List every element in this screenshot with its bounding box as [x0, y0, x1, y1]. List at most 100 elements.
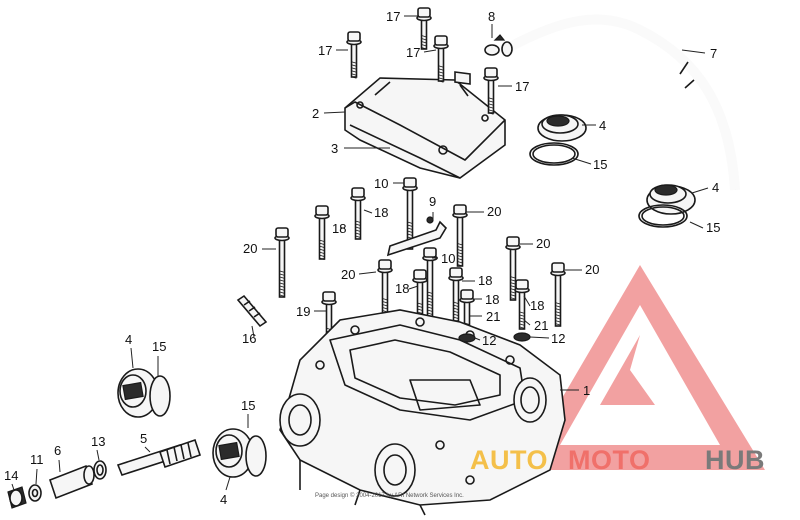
- bolt: [416, 7, 432, 50]
- bolt: [314, 205, 330, 260]
- leader-line: [35, 468, 38, 485]
- leader-line: [358, 271, 377, 275]
- watermark-triangle-inner: [600, 335, 655, 405]
- leader-line: [408, 285, 419, 290]
- callout-4: 4: [125, 332, 132, 347]
- callout-15: 15: [241, 398, 255, 413]
- callout-17: 17: [515, 79, 529, 94]
- callout-20: 20: [243, 241, 257, 256]
- leader-line: [423, 49, 437, 53]
- callout-9: 9: [429, 194, 436, 209]
- callout-3: 3: [331, 141, 338, 156]
- bracket: [386, 216, 448, 257]
- callout-21: 21: [534, 318, 548, 333]
- tachometer-gear-bushing: [49, 464, 95, 500]
- callout-2: 2: [312, 106, 319, 121]
- leader-line: [571, 157, 592, 165]
- cylinder-head: [279, 309, 566, 516]
- bolt: [505, 236, 521, 301]
- tappet-cap-left-upper: [117, 368, 171, 418]
- bolt: [550, 262, 566, 327]
- seal-cap-upper: [529, 114, 587, 166]
- leader-line: [523, 295, 531, 307]
- callout-20: 20: [536, 236, 550, 251]
- callout-18: 18: [530, 298, 544, 313]
- callout-17: 17: [386, 9, 400, 24]
- callout-13: 13: [91, 434, 105, 449]
- callout-21: 21: [486, 309, 500, 324]
- callout-10: 10: [441, 251, 455, 266]
- callout-16: 16: [242, 331, 256, 346]
- sealing-washer-right: [513, 332, 531, 342]
- bolt: [346, 31, 362, 79]
- watermark-moto: MOTO: [568, 445, 651, 475]
- callout-1: 1: [583, 383, 590, 398]
- leader-line: [96, 449, 100, 461]
- leader-line: [474, 337, 481, 341]
- callout-12: 12: [551, 331, 565, 346]
- bolt: [350, 187, 366, 240]
- leader-line: [681, 49, 706, 54]
- leader-line: [689, 221, 704, 229]
- callout-15: 15: [593, 157, 607, 172]
- callout-20: 20: [487, 204, 501, 219]
- callout-20: 20: [341, 267, 355, 282]
- bolt: [514, 279, 530, 330]
- leader-line: [323, 111, 346, 114]
- leader-line: [529, 336, 550, 339]
- bolt: [433, 35, 449, 83]
- callout-4: 4: [220, 492, 227, 507]
- callout-14: 14: [4, 468, 18, 483]
- callout-8: 8: [488, 9, 495, 24]
- callout-10: 10: [374, 176, 388, 191]
- callout-5: 5: [140, 431, 147, 446]
- leader-line: [363, 209, 373, 214]
- hose-clamp: [484, 34, 506, 56]
- callout-6: 6: [54, 443, 61, 458]
- bolt: [452, 204, 468, 267]
- bolt: [483, 67, 499, 115]
- callout-12: 12: [482, 333, 496, 348]
- leader-line: [144, 446, 151, 453]
- bolt: [422, 247, 438, 320]
- callout-labels: 17 8 17 17 7 17 2 4 3 15 10 4 9 18 20 18…: [4, 9, 720, 507]
- leader-line: [251, 325, 255, 338]
- leader-lines: [11, 15, 709, 491]
- cap-nut: [7, 486, 27, 509]
- tappet-cap-left-lower: [212, 428, 267, 478]
- leader-line: [11, 483, 15, 491]
- oil-seal: [93, 460, 107, 480]
- leader-line: [691, 187, 709, 194]
- washer-small: [28, 484, 42, 502]
- callout-15: 15: [706, 220, 720, 235]
- leader-line: [225, 476, 231, 491]
- leader-line: [58, 459, 61, 473]
- breather-hose: [501, 14, 740, 191]
- stud-bolt: [236, 294, 268, 328]
- callout-18: 18: [374, 205, 388, 220]
- leader-line: [130, 347, 134, 369]
- callout-4: 4: [712, 180, 719, 195]
- callout-18: 18: [332, 221, 346, 236]
- callout-11: 11: [30, 452, 44, 467]
- seal-cap-lower: [638, 184, 696, 228]
- watermark-text: AUTO MOTO HUB: [470, 445, 765, 475]
- footer-note: Page design © 2004-2017 by ARI Network S…: [315, 492, 464, 499]
- callout-7: 7: [710, 46, 717, 61]
- callout-20: 20: [585, 262, 599, 277]
- watermark-hub: HUB: [705, 445, 765, 475]
- callout-18: 18: [395, 281, 409, 296]
- callout-17: 17: [406, 45, 420, 60]
- callout-19: 19: [296, 304, 310, 319]
- sealing-washer-left: [458, 333, 476, 343]
- tachometer-gear-shaft: [116, 438, 202, 476]
- leader-line: [523, 319, 531, 326]
- bolt: [274, 227, 290, 298]
- valve-cover: [344, 71, 506, 179]
- watermark-auto: AUTO: [470, 445, 548, 475]
- callout-18: 18: [478, 273, 492, 288]
- callout-4: 4: [599, 118, 606, 133]
- callout-15: 15: [152, 339, 166, 354]
- callout-17: 17: [318, 43, 332, 58]
